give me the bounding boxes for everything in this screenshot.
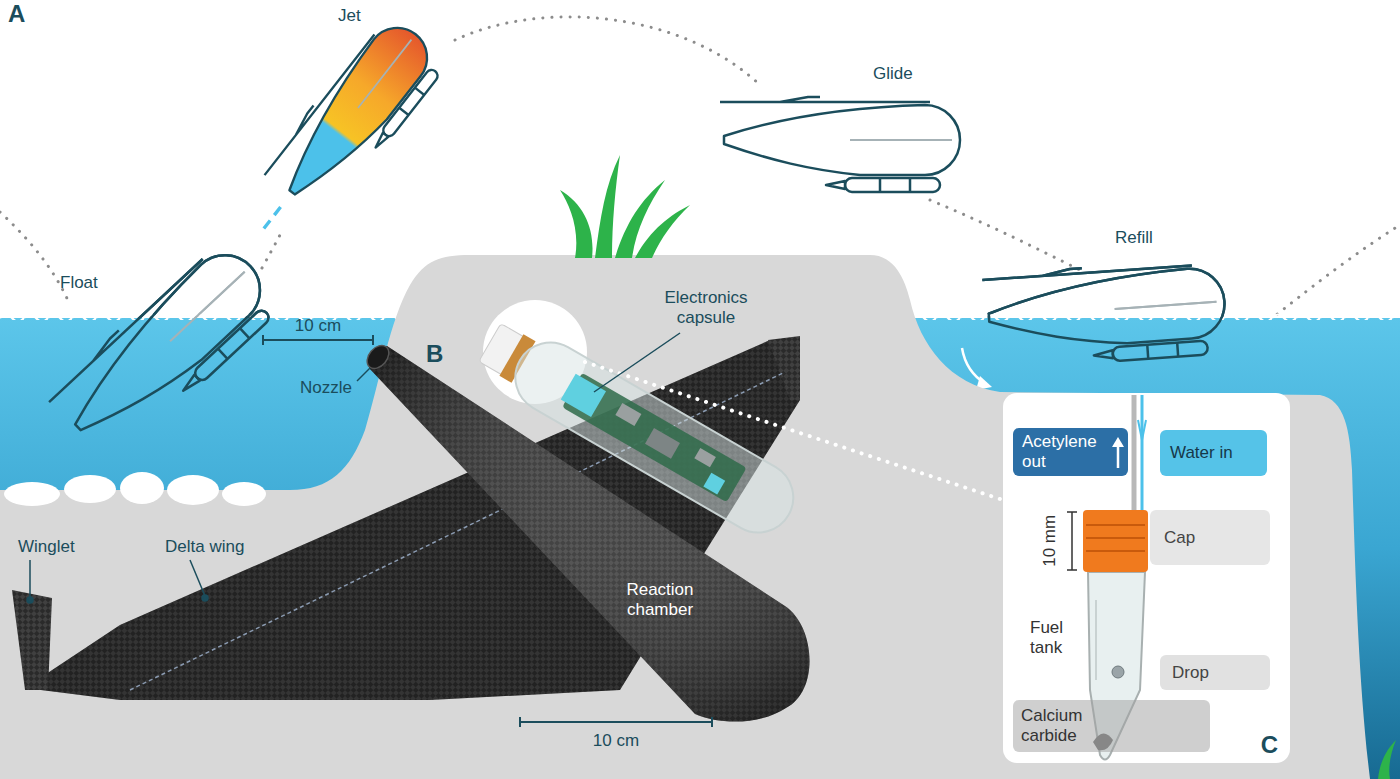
scale-bar: [263, 335, 373, 345]
part-label: Nozzle: [300, 378, 352, 398]
box-text: Acetylene out: [1022, 432, 1106, 471]
glider-robot: [12, 300, 1003, 722]
leader-lines: [27, 333, 680, 603]
scale-bar: [520, 717, 712, 727]
panel-letter: A: [8, 0, 25, 28]
phase-label: Jet: [338, 6, 361, 26]
dimension-label: 10 mm: [1040, 515, 1060, 567]
panel-c-ground: [1003, 393, 1290, 763]
jet-glider: [235, 12, 450, 256]
part-label: Reaction chamber: [620, 580, 700, 619]
box-text: Water in: [1170, 443, 1261, 463]
part-box: Cap: [1150, 510, 1270, 565]
part-box: Calcium carbide: [1013, 700, 1210, 752]
glide-glider: [720, 97, 960, 192]
scale-label: 10 cm: [295, 316, 341, 336]
panel-letter: B: [426, 340, 443, 368]
refill-outline: [982, 258, 1228, 370]
part-label: Winglet: [18, 537, 75, 557]
part-label: Delta wing: [165, 537, 244, 557]
scale-label: 10 cm: [593, 731, 639, 751]
part-label: Fuel tank: [1030, 618, 1092, 657]
pebbles: [4, 472, 266, 506]
part-box: Drop: [1160, 655, 1270, 690]
land: [0, 255, 1370, 779]
phase-label: Refill: [1115, 228, 1153, 248]
flow-box: Water in: [1160, 430, 1267, 476]
part-label: Electronics capsule: [650, 288, 762, 327]
box-text: Cap: [1164, 528, 1264, 548]
phase-label: Glide: [873, 64, 913, 84]
phase-label: Float: [60, 273, 98, 293]
box-text: Drop: [1172, 663, 1264, 683]
box-text: Calcium carbide: [1021, 706, 1097, 745]
outflow-arrow: [1110, 436, 1126, 470]
float-outline: [46, 235, 286, 468]
flow-box: Acetylene out: [1013, 428, 1128, 476]
panel-box: C Acetylene out Water in CapDropCalcium car…: [1003, 393, 1290, 763]
panel-letter: C: [1261, 731, 1278, 759]
